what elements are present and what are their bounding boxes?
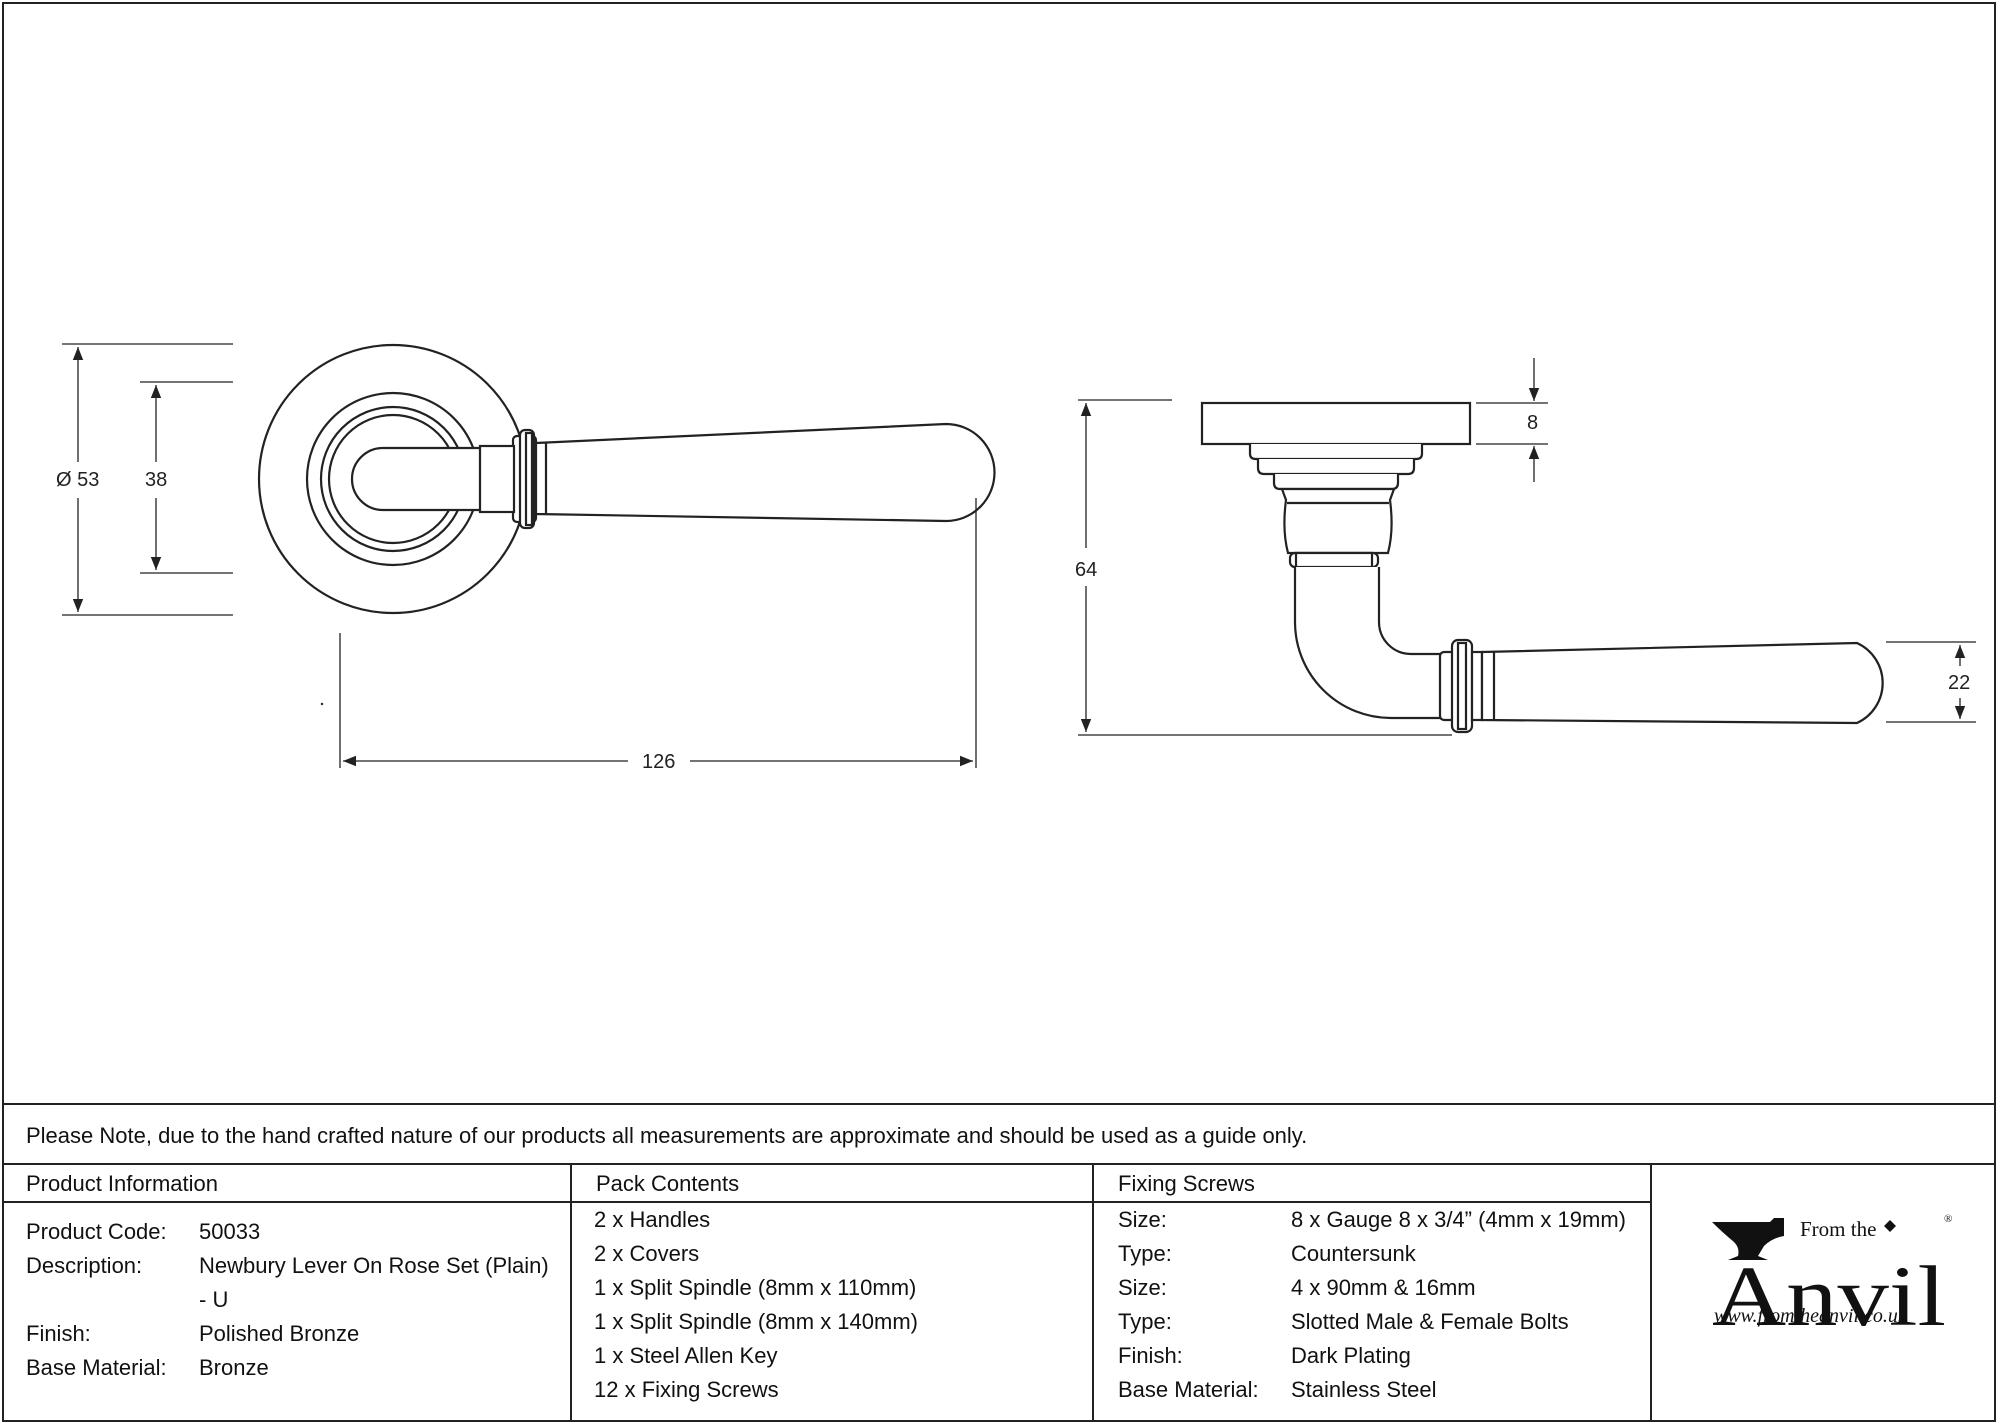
dim-lever-length <box>339 498 977 768</box>
product-information-panel: Product Information Product Code: 50033 D… <box>2 1165 570 1422</box>
pack-item: 2 x Handles <box>594 1207 711 1232</box>
screw-label: Type: <box>1118 1309 1172 1334</box>
info-value: Bronze <box>199 1355 269 1380</box>
logo-large-text: Anvil <box>1712 1248 1946 1344</box>
info-label <box>26 1283 199 1317</box>
screw-label: Finish: <box>1118 1343 1183 1368</box>
technical-drawing: Ø 53 38 126 <box>56 343 1976 773</box>
info-row: Base Material: Bronze <box>26 1351 570 1385</box>
lever-neck <box>350 446 480 512</box>
info-label: Product Code: <box>26 1219 167 1244</box>
fixing-screws-heading: Fixing Screws <box>1094 1165 1650 1203</box>
screw-value: Slotted Male & Female Bolts <box>1291 1309 1569 1334</box>
neck-column <box>1280 487 1396 555</box>
info-row: - U <box>26 1283 570 1317</box>
screw-row: Type: Slotted Male & Female Bolts <box>1118 1305 1650 1339</box>
pack-contents-heading: Pack Contents <box>572 1165 1092 1203</box>
logo-small-text: From the <box>1800 1217 1876 1241</box>
info-label: Finish: <box>26 1321 91 1346</box>
info-value: Newbury Lever On Rose Set (Plain) <box>199 1253 549 1278</box>
screw-value: Countersunk <box>1291 1241 1416 1266</box>
screw-row: Base Material: Stainless Steel <box>1118 1373 1650 1407</box>
screw-label: Size: <box>1118 1207 1167 1232</box>
anvil-icon <box>1712 1218 1784 1260</box>
screw-value: Dark Plating <box>1291 1343 1411 1368</box>
spec-table: Product Information Product Code: 50033 D… <box>2 1165 1996 1422</box>
screw-label: Size: <box>1118 1275 1167 1300</box>
pack-item: 12 x Fixing Screws <box>594 1377 779 1402</box>
dim-rose-thickness <box>1476 358 1548 482</box>
dim-rose-diameter <box>62 343 233 616</box>
dim-label-rose-diameter: Ø 53 <box>56 469 99 491</box>
side-view: 64 8 22 <box>1075 358 1976 736</box>
pack-contents-panel: Pack Contents 2 x Handles 2 x Covers 1 x… <box>570 1165 1092 1422</box>
brand-panel: From the ® Anvil www.fromtheanvil.co.uk <box>1650 1165 1996 1422</box>
screw-label: Type: <box>1118 1241 1172 1266</box>
info-label: Description: <box>26 1253 143 1278</box>
front-view: Ø 53 38 126 <box>56 343 996 773</box>
lever-body <box>534 422 996 523</box>
product-information-heading: Product Information <box>2 1165 570 1203</box>
rose-base-step-2 <box>1256 459 1416 476</box>
screw-label: Base Material: <box>1118 1377 1259 1402</box>
dim-grip <box>1886 641 1976 723</box>
dim-label-inner: 38 <box>145 469 167 491</box>
dim-label-rose-thickness: 8 <box>1527 412 1538 434</box>
pack-item: 2 x Covers <box>594 1241 700 1266</box>
dim-projection <box>1078 399 1452 736</box>
screw-value: Stainless Steel <box>1291 1377 1437 1402</box>
info-row: Finish: Polished Bronze <box>26 1317 570 1351</box>
lever-elbow <box>1293 567 1452 720</box>
screw-row: Size: 4 x 90mm & 16mm <box>1118 1271 1650 1305</box>
lever-collar-inner <box>524 431 534 527</box>
info-value: - U <box>199 1287 229 1312</box>
info-row: Description: Newbury Lever On Rose Set (P… <box>26 1249 570 1283</box>
dim-label-projection: 64 <box>1075 559 1097 581</box>
dim-label-lever-length: 126 <box>642 751 675 773</box>
screw-value: 8 x Gauge 8 x 3/4” (4mm x 19mm) <box>1291 1207 1626 1232</box>
info-row: Product Code: 50033 <box>26 1215 570 1249</box>
rose-base-step-1 <box>1248 444 1424 461</box>
rose-plate <box>1200 401 1472 446</box>
info-value: 50033 <box>199 1219 261 1244</box>
side-lever-body <box>1480 641 1884 725</box>
screw-row: Type: Countersunk <box>1118 1237 1650 1271</box>
dim-label-grip: 22 <box>1948 672 1970 694</box>
screw-row: Size: 8 x Gauge 8 x 3/4” (4mm x 19mm) <box>1118 1203 1650 1237</box>
info-label: Base Material: <box>26 1355 167 1380</box>
disclaimer-note: Please Note, due to the hand crafted nat… <box>2 1103 1996 1165</box>
screw-row: Finish: Dark Plating <box>1118 1339 1650 1373</box>
pack-item: 1 x Split Spindle (8mm x 140mm) <box>594 1309 918 1334</box>
logo-registered: ® <box>1944 1213 1952 1225</box>
lever-collar-neck <box>478 444 516 514</box>
screw-value: 4 x 90mm & 16mm <box>1291 1275 1476 1300</box>
fixing-screws-panel: Fixing Screws Size: 8 x Gauge 8 x 3/4” (4… <box>1092 1165 1650 1422</box>
logo-url: www.fromtheanvil.co.uk <box>1714 1305 1907 1327</box>
from-the-anvil-logo: From the ® Anvil <box>1712 1213 1952 1344</box>
info-value: Polished Bronze <box>199 1321 360 1346</box>
pack-item: 1 x Split Spindle (8mm x 110mm) <box>594 1275 917 1300</box>
pack-item: 1 x Steel Allen Key <box>594 1343 778 1368</box>
rose-base-step-3 <box>1272 474 1400 491</box>
dim-inner <box>140 381 233 574</box>
